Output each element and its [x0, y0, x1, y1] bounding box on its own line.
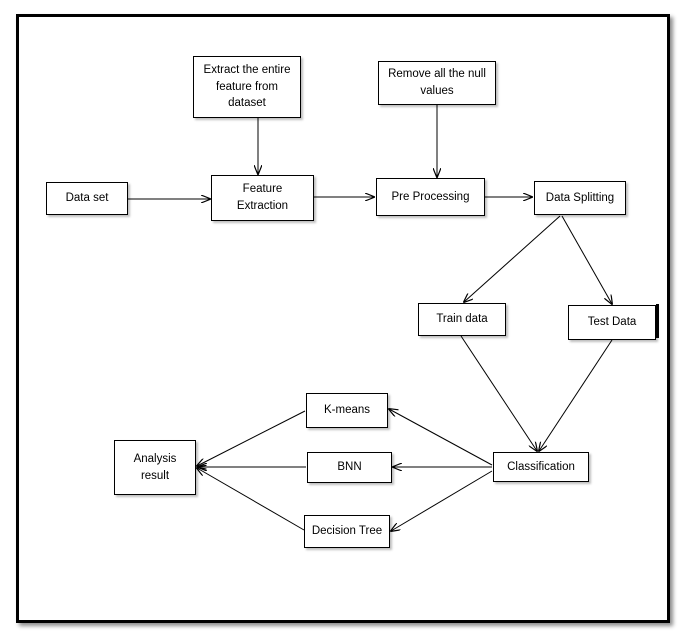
kmeans-box: K-means	[306, 393, 388, 428]
preprocessing-box: Pre Processing	[376, 178, 485, 216]
data-splitting-label: Data Splitting	[545, 191, 615, 204]
preprocessing-label: Pre Processing	[391, 190, 470, 203]
decision-tree-box: Decision Tree	[304, 515, 390, 548]
train-data-label: Train data	[436, 313, 488, 326]
remove-null-note-text: Remove all the null values	[388, 68, 486, 97]
extract-feature-note-box: Extract the entire feature from dataset	[193, 56, 301, 118]
feature-extraction-label: Feature Extraction	[236, 183, 289, 212]
bnn-box: BNN	[307, 452, 392, 483]
dataset-label: Data set	[65, 192, 109, 205]
dataset-box: Data set	[46, 182, 128, 215]
test-data-label: Test Data	[587, 316, 637, 329]
test-data-box: Test Data	[568, 305, 656, 340]
feature-extraction-box: Feature Extraction	[211, 175, 314, 221]
classification-label: Classification	[507, 460, 575, 473]
extract-feature-note-text: Extract the entire feature from dataset	[203, 63, 291, 110]
data-splitting-box: Data Splitting	[534, 181, 626, 215]
kmeans-label: K-means	[323, 404, 371, 417]
train-data-box: Train data	[418, 303, 506, 336]
edge-mark	[656, 304, 659, 338]
bnn-label: BNN	[337, 461, 362, 474]
analysis-result-label: Analysis result	[133, 452, 177, 482]
remove-null-note-box: Remove all the null values	[378, 61, 496, 105]
analysis-result-box: Analysis result	[114, 440, 196, 495]
decision-tree-label: Decision Tree	[311, 525, 383, 538]
classification-box: Classification	[493, 452, 589, 482]
